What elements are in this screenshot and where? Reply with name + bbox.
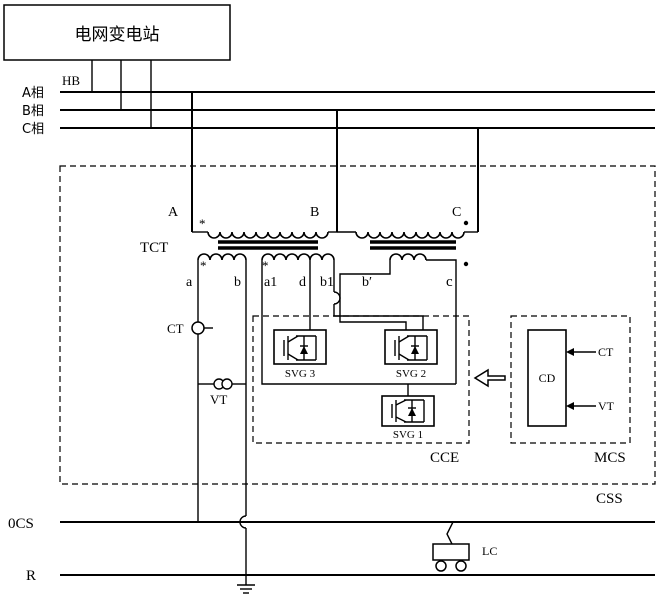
- polarity-mark-sec-a: *: [200, 258, 207, 273]
- cd-ct-label: CT: [598, 345, 614, 359]
- ocs-label: 0CS: [8, 516, 34, 532]
- ct-label: CT: [167, 321, 184, 336]
- vt-icon-right: [222, 379, 232, 389]
- hb-label: HB: [62, 73, 80, 88]
- primary-winding-ab: [208, 232, 328, 238]
- cd-vt-label: VT: [598, 399, 615, 413]
- substation-label: 电网变电站: [75, 25, 160, 45]
- svg3-module: [274, 330, 326, 364]
- locomotive-icon: [433, 522, 469, 571]
- sec-a-label: a: [186, 275, 193, 290]
- cd-label: CD: [539, 371, 556, 385]
- svg3-label: SVG 3: [285, 368, 316, 380]
- secondary-winding-bc: [390, 254, 426, 260]
- primary-c-label: C: [452, 205, 461, 220]
- sec-a1-label: a1: [264, 275, 277, 290]
- cce-label: CCE: [430, 450, 459, 466]
- ct-icon: [192, 322, 204, 334]
- vt-input-arrow-icon: [566, 402, 574, 410]
- svg2-label: SVG 2: [396, 368, 426, 380]
- mcs-label: MCS: [594, 450, 626, 466]
- sec-c-label: c: [446, 274, 453, 290]
- svg1-label: SVG 1: [393, 429, 423, 441]
- vt-label: VT: [210, 392, 227, 407]
- primary-b-label: B: [310, 205, 319, 220]
- sec-d-label: d: [299, 275, 306, 290]
- sec-bprime-label: b′: [362, 275, 372, 290]
- primary-a-label: A: [168, 205, 179, 220]
- lc-label: LC: [482, 544, 497, 558]
- polarity-mark-a: *: [199, 216, 206, 231]
- ct-input-arrow-icon: [566, 348, 574, 356]
- transformer-label: TCT: [140, 240, 168, 256]
- r-label: R: [26, 568, 36, 584]
- phase-a-label: A相: [22, 86, 44, 101]
- polarity-dot-c: [464, 221, 468, 225]
- css-label: CSS: [596, 491, 623, 507]
- css-boundary: [60, 166, 655, 484]
- control-arrow-icon: [475, 370, 505, 386]
- polarity-mark-sec-a1: *: [262, 258, 269, 273]
- polarity-dot-sec-c: [464, 262, 468, 266]
- primary-winding-bc: [356, 232, 464, 238]
- phase-b-label: B相: [22, 104, 44, 119]
- phase-c-label: C相: [22, 122, 44, 137]
- sec-b-label: b: [234, 275, 241, 290]
- lead-b1: [334, 304, 423, 330]
- svg2-module: [385, 330, 437, 364]
- sec-b1-label: b1: [320, 275, 334, 290]
- lead-bprime: [340, 260, 406, 330]
- secondary-winding-a1b1: [262, 254, 334, 260]
- svg1-module: [382, 396, 434, 426]
